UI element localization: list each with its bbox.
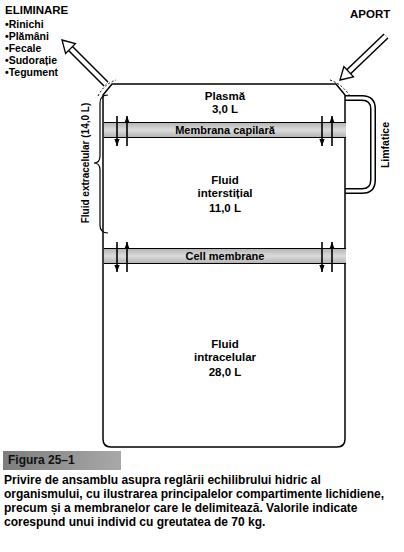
jug-handle [345, 98, 373, 191]
exchange-arrow [116, 116, 118, 146]
section-heading: ELIMINARE [5, 4, 68, 16]
list-item: •Plămâni [5, 30, 49, 42]
output-arrow-shaft-inner [71, 49, 107, 85]
output-arrow-shaft [71, 49, 107, 85]
input-arrow-shaft [349, 36, 386, 72]
node-title: Cell membrane [186, 250, 265, 263]
node-title: Fluid intracelular [184, 338, 266, 364]
handle-label: Limfatice [379, 100, 391, 190]
section-heading: APORT [350, 8, 390, 20]
output-arrow-head [62, 40, 75, 53]
exchange-arrow [321, 242, 323, 272]
exchange-arrow [126, 242, 128, 272]
node-title: Figura 25–1 [8, 454, 75, 467]
volume-value: 28,0 L [209, 366, 242, 379]
volume-value: 11,0 L [209, 202, 241, 215]
list-item: •Sudorație [5, 54, 57, 66]
bracket [94, 95, 108, 233]
rim-dash [330, 80, 350, 96]
jug-outline [103, 84, 345, 447]
membrane-band: Cell membrane [104, 248, 346, 264]
input-arrow-head [340, 67, 354, 80]
compartment-box: Plasmă3,0 L [106, 89, 344, 116]
exchange-arrow [331, 116, 333, 146]
exchange-arrow [116, 242, 118, 272]
exchange-arrow [126, 116, 128, 146]
list-item: •Tegument [5, 66, 58, 78]
input-arrow-shaft-inner [349, 36, 386, 72]
group-label: Fluid extracelular (14,0 L) [80, 97, 92, 229]
figure-number-box: Figura 25–1 [3, 451, 121, 470]
membrane-band: Membrana capilară [104, 122, 346, 138]
list-item: •Fecale [5, 42, 41, 54]
compartment-box: Fluid interstițial 11,0 L [106, 146, 344, 242]
node-title: Membrana capilară [175, 124, 275, 137]
figure-caption: Privire de ansamblu asupra reglării echi… [4, 473, 400, 529]
node-title: Fluid interstițial [189, 174, 261, 200]
compartment-box: Fluid intracelular 28,0 L [106, 272, 344, 444]
volume-value: 3,0 L [212, 103, 238, 116]
jug-handle-inner [345, 98, 373, 191]
exchange-arrow [331, 242, 333, 272]
exchange-arrow [321, 116, 323, 146]
node-title: Plasmă [205, 90, 245, 103]
list-item: •Rinichi [5, 18, 44, 30]
rim-dash [98, 80, 116, 96]
